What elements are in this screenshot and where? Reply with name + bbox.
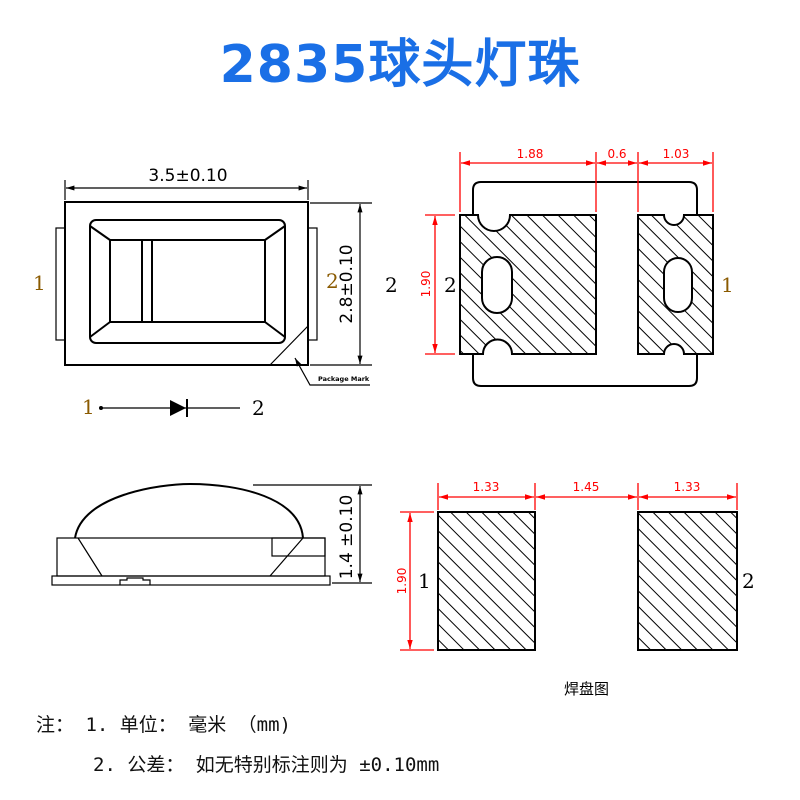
top-view: 3.5±0.10 2.8±0.10 1 2 2 Package Mark 1 2: [33, 166, 398, 420]
left-terminal: [55, 227, 66, 341]
pin-label-2-small: 2: [326, 269, 339, 293]
pin-label-2: 2: [385, 273, 398, 297]
diode-symbol: 1 2: [82, 395, 265, 420]
dim-0-6: 0.6: [607, 147, 626, 161]
pad-anode: [459, 214, 597, 355]
cavity-inner: [89, 225, 286, 338]
note-units: 注： 1. 单位： 毫米 （mm): [36, 714, 291, 736]
diode-cathode-label: 2: [252, 396, 265, 420]
base-plate: [51, 575, 331, 586]
side-height-dimension: 1.4 ±0.10: [337, 495, 357, 580]
package-mark-corner: [269, 325, 309, 366]
page-title: 2835球头灯珠: [219, 35, 581, 95]
dim-1-33-left: 1.33: [473, 480, 500, 494]
pad-pin-label-2: 2: [444, 273, 457, 297]
diode-anode-label: 1: [82, 395, 95, 419]
package-mark-leader: [294, 357, 370, 386]
package-side-body: [56, 537, 326, 577]
right-terminal: [307, 227, 318, 341]
package-mark-label: Package Mark: [318, 375, 370, 383]
side-view: 1.4 ±0.10: [51, 482, 372, 586]
pad-pin-label-1: 1: [721, 273, 734, 297]
note-tolerance: 2. 公差： 如无特别标注则为 ±0.10mm: [93, 754, 440, 776]
solder-dim-height: 1.90: [395, 568, 409, 595]
solder-pad-caption: 焊盘图: [564, 680, 609, 698]
dim-1-03: 1.03: [663, 147, 690, 161]
dim-1-33-right: 1.33: [674, 480, 701, 494]
solder-pin-label-1: 1: [418, 569, 431, 593]
pad-cathode: [637, 214, 714, 355]
body-outline: [472, 181, 698, 387]
cavity-outer: [89, 219, 286, 344]
width-dimension: 3.5±0.10: [148, 166, 227, 186]
dim-height-1-90: 1.90: [419, 271, 433, 298]
height-dimension: 2.8±0.10: [337, 244, 357, 323]
pad-view: 1.88 0.6 1.03 1.90 2 1: [419, 147, 734, 387]
solder-pad-layout: 1.33 1.45 1.33 1.90 1 2 焊盘图: [395, 480, 755, 698]
solder-pin-label-2: 2: [742, 569, 755, 593]
dim-1-88: 1.88: [517, 147, 544, 161]
reflector-walls: [77, 537, 304, 577]
solder-pad-right: [637, 511, 738, 651]
lens-dome: [74, 482, 304, 539]
pin-label-1: 1: [33, 271, 46, 295]
solder-pad-left: [437, 511, 536, 651]
dim-1-45: 1.45: [573, 480, 600, 494]
diode-arrow-icon: [170, 400, 186, 416]
package-body: [64, 201, 309, 366]
